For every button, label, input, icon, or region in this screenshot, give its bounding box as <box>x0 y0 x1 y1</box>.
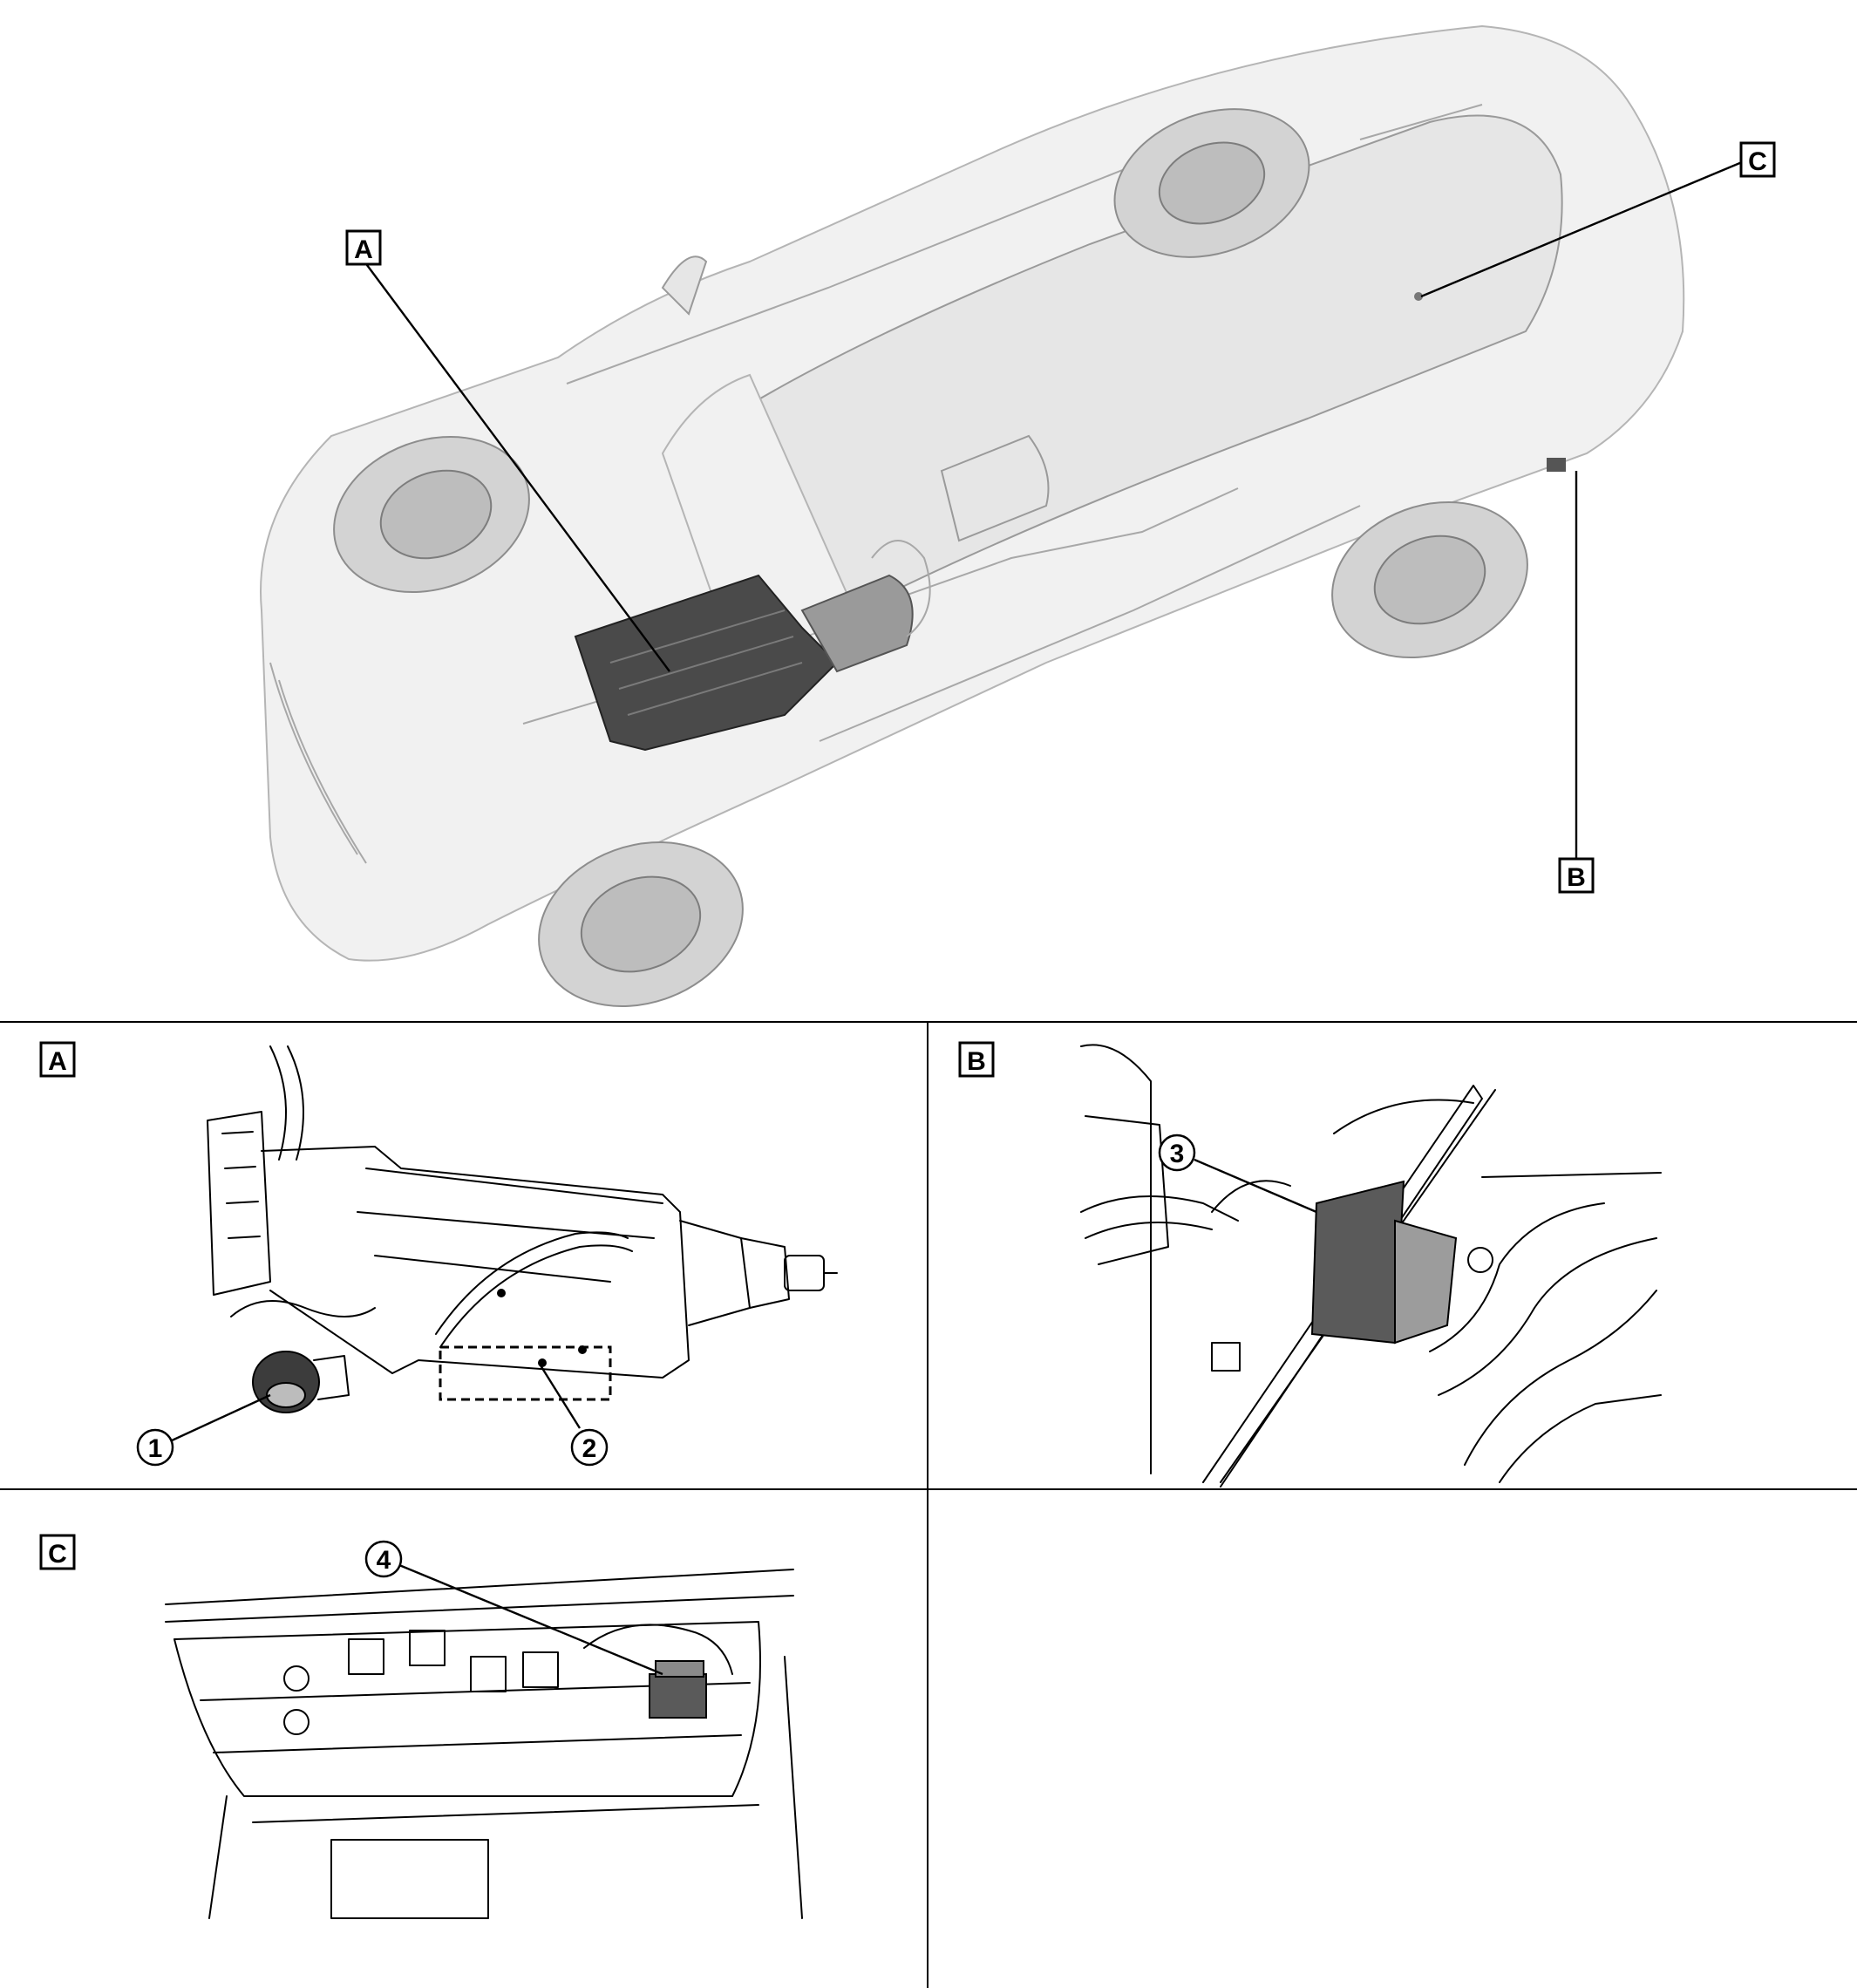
fuse-box-drawing <box>165 1569 803 1919</box>
callout-3: 3 <box>1158 1134 1196 1172</box>
svg-text:2: 2 <box>582 1434 597 1463</box>
relay <box>649 1660 707 1719</box>
module-b-marker <box>1547 458 1566 472</box>
svg-text:C: C <box>1748 147 1767 176</box>
control-module <box>1310 1180 1458 1345</box>
svg-text:A: A <box>354 235 373 264</box>
transmission-highlight <box>574 574 914 752</box>
svg-text:A: A <box>48 1047 67 1076</box>
svg-text:C: C <box>48 1540 67 1569</box>
callout-c: C <box>1739 141 1776 178</box>
svg-text:4: 4 <box>377 1546 391 1575</box>
callout-4: 4 <box>364 1540 403 1578</box>
oil-pan-outline <box>439 1345 612 1401</box>
callout-a: A <box>345 229 382 266</box>
svg-text:B: B <box>1567 863 1586 892</box>
panel-c: C 4 <box>39 1534 803 1919</box>
transmission-drawing <box>207 1045 838 1413</box>
svg-text:3: 3 <box>1170 1140 1185 1168</box>
vehicle-overview <box>260 24 1685 1008</box>
wheel-rear-left <box>1113 108 1310 258</box>
relay-c-marker <box>1414 292 1423 301</box>
callout-b: B <box>1558 857 1595 894</box>
panel-a: A <box>39 1041 838 1467</box>
callout-2: 2 <box>570 1428 609 1467</box>
oil-cooler <box>252 1351 350 1413</box>
svg-text:1: 1 <box>148 1434 163 1463</box>
svg-text:B: B <box>967 1047 986 1076</box>
module-drawing <box>1080 1044 1662 1488</box>
callout-1: 1 <box>136 1428 174 1467</box>
wheel-front-right <box>538 841 744 1008</box>
wheel-front-left <box>333 435 530 594</box>
panel-b: B 3 <box>958 1041 1662 1488</box>
wheel-rear-right <box>1331 500 1528 659</box>
